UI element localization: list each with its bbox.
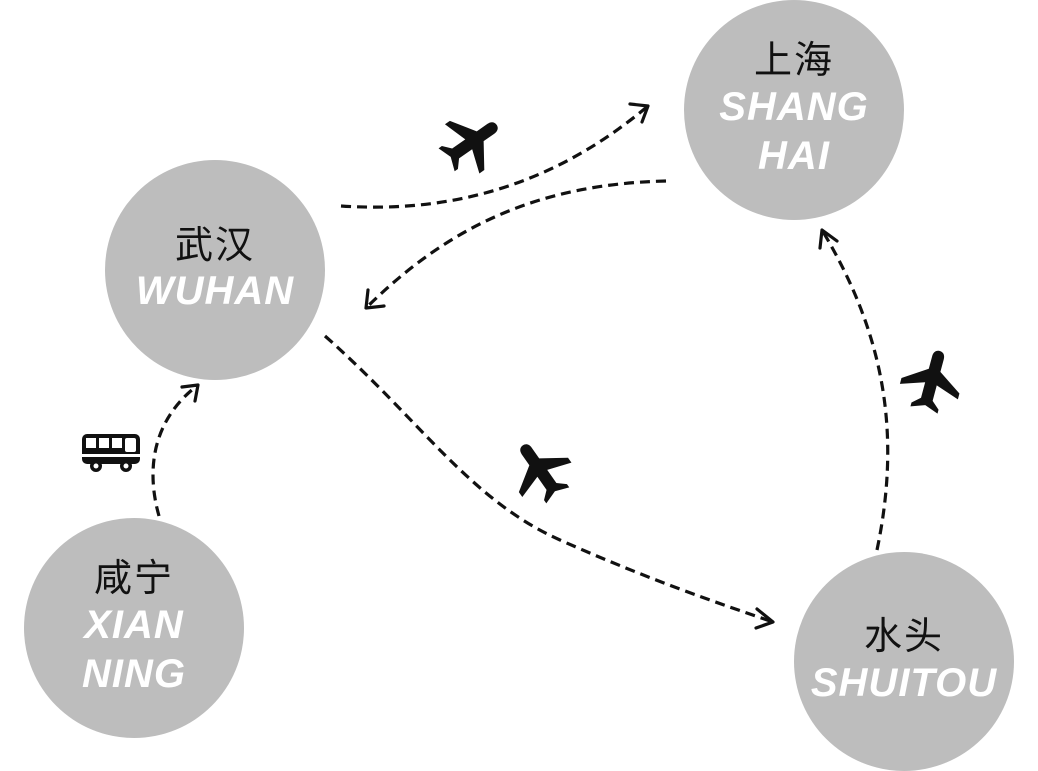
route-wuhan-to-shuitou (323, 334, 775, 630)
city-node-wuhan: 武汉 WUHAN (105, 160, 325, 380)
city-name-en: WUHAN (135, 269, 295, 314)
city-name-zh: 武汉 (174, 222, 255, 267)
airplane-icon (429, 100, 514, 185)
airplane-icon (894, 343, 969, 418)
route-wuhan-to-shanghai (340, 102, 650, 209)
city-node-shuitou: 水头 SHUITOU (794, 552, 1014, 771)
city-name-zh: 水头 (863, 614, 944, 659)
city-name-en: SHUITOU (810, 660, 998, 705)
city-name-en: SHANG HAI (719, 85, 869, 178)
city-node-shanghai: 上海 SHANG HAI (684, 0, 904, 220)
city-node-xianning: 咸宁 XIAN NING (24, 518, 244, 738)
route-shanghai-to-wuhan (364, 179, 667, 310)
bus-icon (82, 434, 140, 472)
airplane-icon (498, 428, 583, 513)
city-name-zh: 上海 (753, 38, 834, 83)
city-name-en: XIAN NING (82, 603, 186, 696)
city-name-zh: 咸宁 (93, 556, 174, 601)
route-shuitou-to-shanghai (818, 228, 890, 551)
route-xianning-to-wuhan (151, 383, 200, 517)
